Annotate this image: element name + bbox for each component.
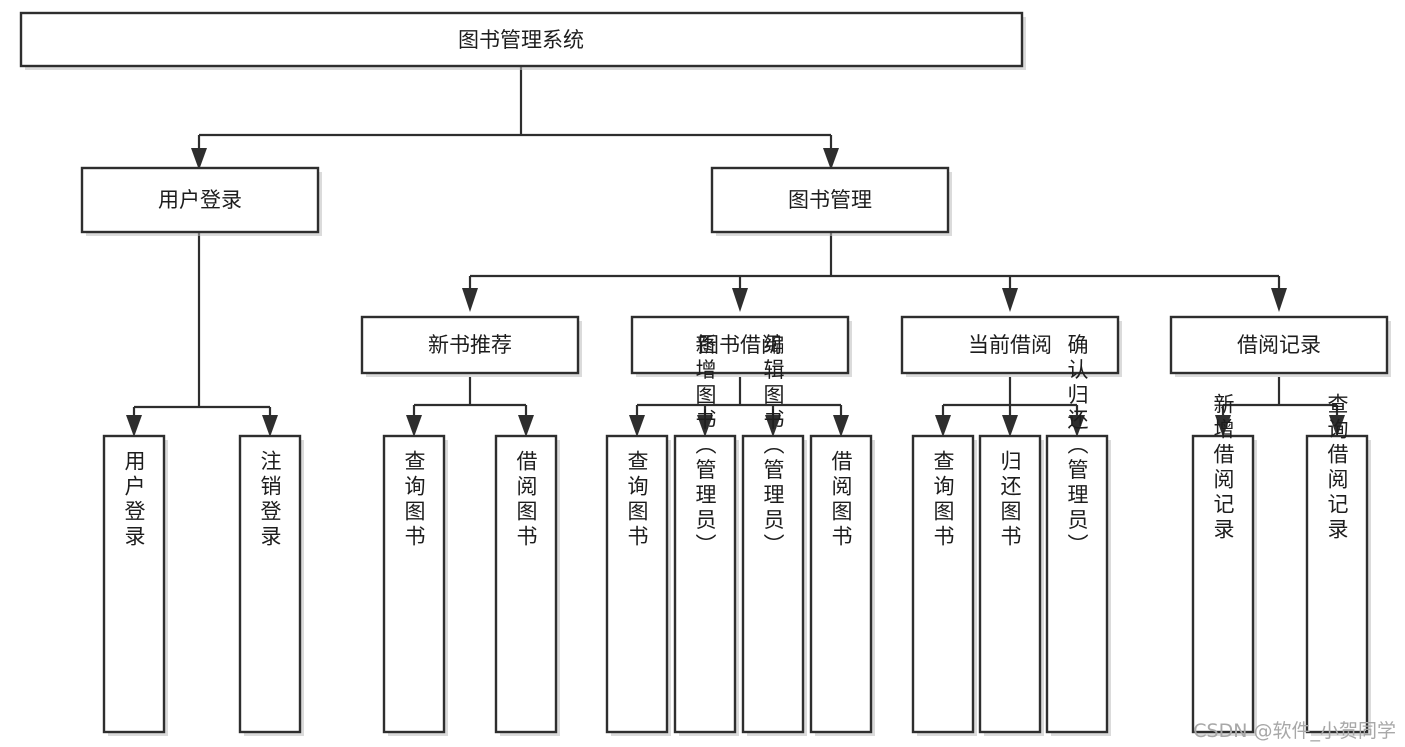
- node-leaf5-label: 查询图书: [625, 450, 649, 550]
- arrow-head-to-leaf8: [833, 415, 849, 437]
- arrow-head-to-leaf2: [262, 415, 278, 437]
- arrow-head-to-login: [191, 148, 207, 170]
- connector-newbook-to-leaves: [412, 377, 528, 419]
- node-current[interactable]: 当前借阅: [900, 315, 1122, 377]
- node-leaf11-box[interactable]: [1045, 434, 1109, 734]
- node-leaf12-box[interactable]: [1191, 434, 1255, 734]
- node-bookmgmt-box[interactable]: [710, 166, 950, 234]
- node-newbook-box[interactable]: [360, 315, 580, 375]
- node-leaf10-label: 归还图书: [998, 450, 1022, 550]
- arrow-head-to-leaf13: [1329, 415, 1345, 437]
- node-leaf11[interactable]: 确认归还（管理员）: [1045, 334, 1111, 737]
- arrow-head-to-leaf7: [765, 415, 781, 437]
- arrow-head-to-leaf9: [935, 415, 951, 437]
- arrow-head-to-bookmgmt: [823, 148, 839, 170]
- node-root-label: 图书管理系统: [458, 28, 584, 52]
- node-records-box[interactable]: [1169, 315, 1389, 375]
- node-records-label: 借阅记录: [1237, 333, 1321, 357]
- node-leaf3[interactable]: 查询图书: [382, 434, 448, 736]
- arrow-head-to-leaf12: [1215, 415, 1231, 437]
- node-borrow[interactable]: 图书借阅: [630, 315, 852, 377]
- node-leaf2-box[interactable]: [238, 434, 302, 734]
- node-leaf6-box[interactable]: [673, 434, 737, 734]
- node-leaf4-box[interactable]: [494, 434, 558, 734]
- node-current-label: 当前借阅: [968, 333, 1052, 357]
- node-leaf5-box[interactable]: [605, 434, 669, 734]
- node-newbook[interactable]: 新书推荐: [360, 315, 582, 377]
- node-leaf7-box[interactable]: [741, 434, 805, 734]
- node-leaf12[interactable]: 新增借阅记录: [1191, 393, 1257, 736]
- node-leaf3-label: 查询图书: [402, 450, 426, 550]
- arrow-head-to-current: [1002, 288, 1018, 312]
- csdn-watermark: CSDN @软件_小贺同学: [1193, 720, 1396, 742]
- node-bookmgmt-label: 图书管理: [788, 188, 872, 212]
- connector-bookmgmt-to-level3: [468, 232, 1281, 292]
- node-leaf6-label: 新增图书（管理员）: [693, 334, 717, 559]
- node-root[interactable]: 图书管理系统: [19, 11, 1026, 70]
- connector-records-to-leaves: [1221, 377, 1339, 419]
- connector-current-to-leaves: [941, 377, 1079, 419]
- node-leaf8[interactable]: 借阅图书: [809, 434, 875, 736]
- node-root-box[interactable]: [19, 11, 1024, 68]
- arrow-head-to-leaf10: [1002, 415, 1018, 437]
- arrow-head-to-records: [1271, 288, 1287, 312]
- node-leaf9[interactable]: 查询图书: [911, 434, 977, 736]
- node-leaf6[interactable]: 新增图书（管理员）: [673, 334, 739, 737]
- arrow-head-to-borrow: [732, 288, 748, 312]
- node-leaf2-label: 注销登录: [258, 450, 282, 550]
- node-borrow-box[interactable]: [630, 315, 850, 375]
- node-login[interactable]: 用户登录: [80, 166, 322, 236]
- node-borrow-label: 图书借阅: [698, 333, 782, 357]
- node-leaf2[interactable]: 注销登录: [238, 434, 304, 736]
- node-newbook-label: 新书推荐: [428, 333, 512, 357]
- node-leaf4[interactable]: 借阅图书: [494, 434, 560, 736]
- connector-login-to-leaves: [132, 232, 272, 419]
- connector-borrow-to-leaves: [635, 377, 843, 419]
- node-leaf4-label: 借阅图书: [514, 450, 538, 550]
- node-leaf9-label: 查询图书: [931, 450, 955, 550]
- arrow-head-to-leaf6: [697, 415, 713, 437]
- node-leaf9-box[interactable]: [911, 434, 975, 734]
- node-leaf5[interactable]: 查询图书: [605, 434, 671, 736]
- node-leaf1-box[interactable]: [102, 434, 166, 734]
- node-leaf7-label: 编辑图书（管理员）: [761, 334, 785, 559]
- node-leaf12-label: 新增借阅记录: [1211, 393, 1235, 543]
- node-login-box[interactable]: [80, 166, 320, 234]
- node-leaf10[interactable]: 归还图书: [978, 434, 1044, 736]
- arrow-head-to-leaf11: [1069, 415, 1085, 437]
- connector-layer: [126, 66, 1345, 437]
- node-leaf3-box[interactable]: [382, 434, 446, 734]
- arrow-head-to-leaf3: [406, 415, 422, 437]
- node-leaf7[interactable]: 编辑图书（管理员）: [741, 334, 807, 737]
- node-bookmgmt[interactable]: 图书管理: [710, 166, 952, 236]
- node-current-box[interactable]: [900, 315, 1120, 375]
- node-records[interactable]: 借阅记录: [1169, 315, 1391, 377]
- node-leaf10-box[interactable]: [978, 434, 1042, 734]
- node-leaf13-box[interactable]: [1305, 434, 1369, 734]
- arrow-head-to-leaf5: [629, 415, 645, 437]
- arrow-head-to-leaf1: [126, 415, 142, 437]
- arrow-head-to-newbook: [462, 288, 478, 312]
- node-leaf8-label: 借阅图书: [829, 450, 853, 550]
- node-login-label: 用户登录: [158, 188, 242, 212]
- node-leaf13[interactable]: 查询借阅记录: [1305, 393, 1371, 736]
- node-leaf11-label: 确认归还（管理员）: [1065, 334, 1089, 559]
- node-leaf1[interactable]: 用户登录: [102, 434, 168, 736]
- arrow-head-to-leaf4: [518, 415, 534, 437]
- node-leaf8-box[interactable]: [809, 434, 873, 734]
- node-leaf13-label: 查询借阅记录: [1325, 393, 1349, 543]
- connector-root-to-level2: [197, 66, 833, 152]
- node-leaf1-label: 用户登录: [122, 450, 146, 550]
